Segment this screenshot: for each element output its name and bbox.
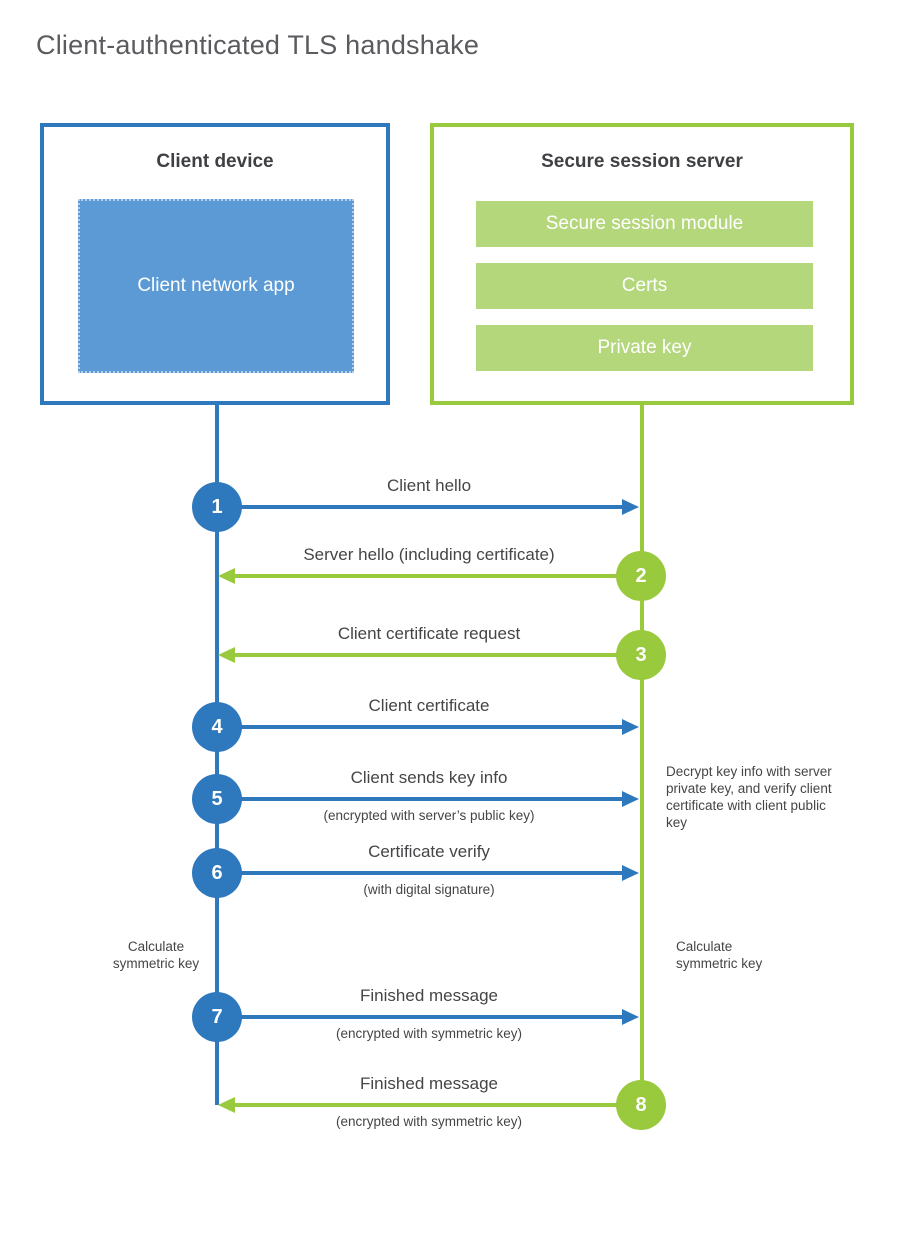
step-8-badge: 8	[616, 1080, 666, 1130]
step-1: Client hello 1	[0, 476, 900, 532]
step-6-label: Certificate verify	[368, 842, 490, 861]
message-arrow-line	[219, 871, 623, 875]
step-5-badge: 5	[192, 774, 242, 824]
arrowhead-right-icon	[622, 499, 639, 515]
client-network-app-box: Client network app	[78, 199, 354, 373]
arrowhead-right-icon	[622, 719, 639, 735]
arrowhead-right-icon	[622, 1009, 639, 1025]
note-calculate-symmetric-key-server: Calculate symmetric key	[676, 939, 763, 971]
step-1-number: 1	[211, 495, 223, 518]
message-arrow-line	[219, 725, 623, 729]
arrowhead-left-icon	[218, 1097, 235, 1113]
step-7-label: Finished message	[360, 986, 498, 1005]
step-7-sublabel: (encrypted with symmetric key)	[335, 1026, 523, 1041]
step-7: Finished message (encrypted with symmetr…	[0, 986, 900, 1042]
step-4-label: Client certificate	[368, 696, 490, 715]
secure-session-server-box: Secure session server Secure session mod…	[430, 123, 854, 405]
client-network-app-label: Client network app	[137, 274, 295, 296]
step-4-badge: 4	[192, 702, 242, 752]
message-arrow-line	[219, 505, 623, 509]
step-7-number: 7	[211, 1005, 223, 1028]
step-1-label: Client hello	[386, 476, 472, 495]
arrowhead-left-icon	[218, 568, 235, 584]
arrowhead-right-icon	[622, 865, 639, 881]
client-device-title: Client device	[156, 151, 274, 172]
message-arrow-line	[235, 653, 641, 657]
step-2-badge: 2	[616, 551, 666, 601]
server-lifeline	[640, 405, 644, 1105]
arrowhead-right-icon	[622, 791, 639, 807]
message-arrow-line	[219, 1015, 623, 1019]
server-module-secure-session: Secure session module	[476, 201, 813, 247]
step-8-number: 8	[635, 1093, 647, 1116]
step-2-label: Server hello (including certificate)	[303, 545, 555, 564]
server-module-certs: Certs	[476, 263, 813, 309]
client-lifeline	[215, 405, 219, 1105]
step-8-sublabel: (encrypted with symmetric key)	[335, 1114, 523, 1129]
message-arrow-line	[235, 1103, 641, 1107]
step-6-number: 6	[211, 861, 223, 884]
step-3: Client certificate request 3	[0, 624, 900, 680]
note-decrypt-key-info: Decrypt key info with server private key…	[666, 764, 832, 830]
step-4-number: 4	[211, 715, 223, 738]
note-calculate-symmetric-key-client: Calculate symmetric key	[112, 939, 200, 971]
arrowhead-left-icon	[218, 647, 235, 663]
server-module-private-key: Private key	[476, 325, 813, 371]
step-7-badge: 7	[192, 992, 242, 1042]
step-5-number: 5	[211, 787, 223, 810]
step-5-sublabel: (encrypted with server’s public key)	[323, 808, 535, 823]
step-6-sublabel: (with digital signature)	[363, 882, 495, 897]
page-title: Client-authenticated TLS handshake	[36, 30, 480, 60]
step-3-label: Client certificate request	[337, 624, 521, 643]
step-3-badge: 3	[616, 630, 666, 680]
step-6: Certificate verify (with digital signatu…	[0, 842, 900, 898]
step-5-label: Client sends key info	[350, 768, 508, 787]
step-2-number: 2	[635, 564, 647, 587]
step-6-badge: 6	[192, 848, 242, 898]
step-3-number: 3	[635, 643, 647, 666]
step-2: Server hello (including certificate) 2	[0, 545, 900, 601]
step-8-label: Finished message	[360, 1074, 498, 1093]
step-4: Client certificate 4	[0, 696, 900, 752]
message-arrow-line	[219, 797, 623, 801]
secure-session-server-title: Secure session server	[541, 151, 743, 172]
step-5: Client sends key info (encrypted with se…	[0, 768, 900, 824]
step-8: Finished message (encrypted with symmetr…	[0, 1074, 900, 1130]
client-device-box: Client device Client network app	[40, 123, 390, 405]
message-arrow-line	[235, 574, 641, 578]
step-1-badge: 1	[192, 482, 242, 532]
